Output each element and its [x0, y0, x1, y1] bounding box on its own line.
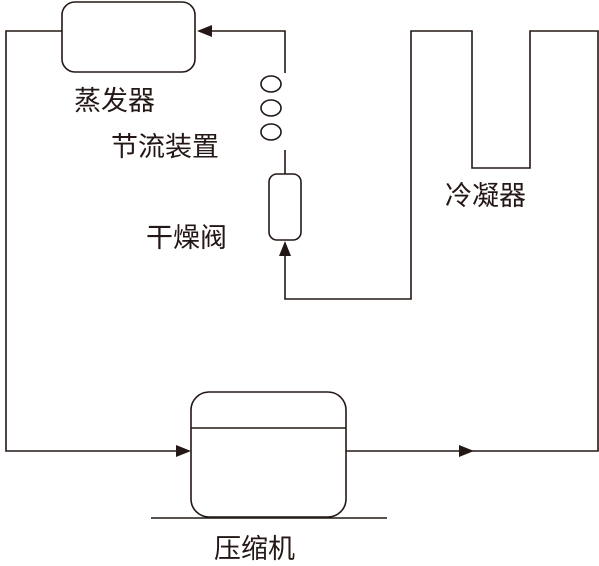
evaporator-box [61, 1, 196, 73]
suction-line [5, 30, 186, 452]
arrow-into-dryer [279, 241, 291, 256]
condenser-label: 冷凝器 [445, 181, 526, 212]
discharge-line [284, 30, 599, 452]
arrow-discharge [459, 445, 474, 457]
dryer-valve-label: 干燥阀 [146, 223, 227, 254]
arrow-into-evaporator [197, 25, 212, 37]
throttle-to-evaporator-line [199, 30, 286, 73]
compressor-label: 压缩机 [214, 534, 295, 565]
dryer-valve-box [268, 173, 302, 241]
throttle-coil-icon [260, 75, 282, 141]
evaporator-label: 蒸发器 [74, 86, 155, 117]
throttle-label: 节流装置 [111, 132, 219, 163]
arrow-into-compressor [176, 445, 191, 457]
compressor-unit [151, 391, 387, 519]
